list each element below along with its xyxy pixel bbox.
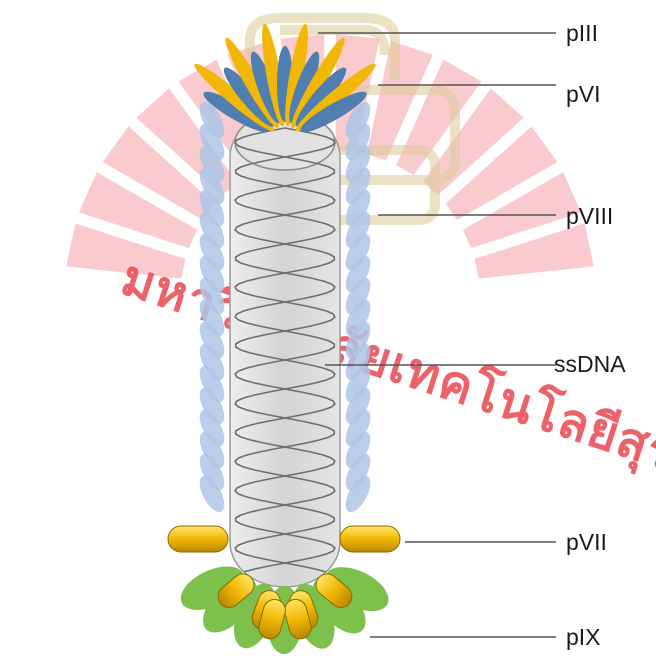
label-ssdna: ssDNA [554,351,626,377]
label-pvi: pVI [566,81,601,107]
capsid-body [230,112,340,587]
pvii-protein [168,526,228,552]
label-pviii: pVIII [566,203,613,229]
label-pvii: pVII [566,529,607,555]
watermark-text: มหาวิทยาลัยเทคโนโลยีสุรนารี [114,247,656,513]
label-pix: pIX [566,624,601,650]
pvii-protein [340,526,400,552]
label-piii: pIII [566,20,598,46]
